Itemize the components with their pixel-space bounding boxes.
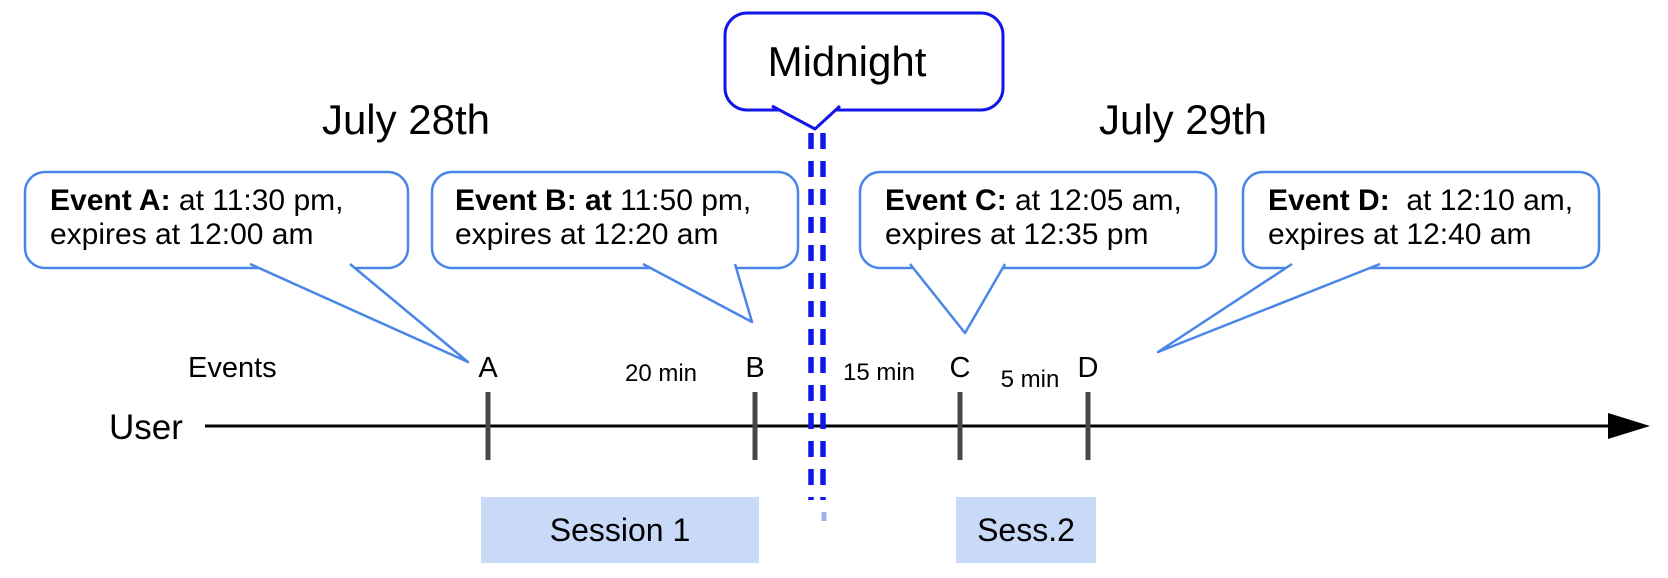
interval-label-5min: 5 min [1000,366,1060,393]
callout-tail-event-a [249,262,470,364]
callout-box-event-a [23,170,410,270]
callout-box-midnight [723,11,1005,112]
date-label-july-28: July 28th [321,96,491,143]
callout-text-event-d: Event D: at 12:10 am, expires at 12:40 a… [1268,184,1573,252]
callout-line-2: expires at 12:20 am [455,218,719,251]
callout-text-event-b: Event B: at 11:50 pm, expires at 12:20 a… [455,184,751,252]
marker-event-d: D [1077,352,1099,384]
date-label-july-29: July 29th [1098,96,1268,143]
callout-line-2: expires at 12:35 pm [885,218,1149,251]
callout-text-event-a: Event A: at 11:30 pm, expires at 12:00 a… [50,184,343,252]
marker-event-a: A [478,352,498,384]
marker-event-b: B [745,352,765,384]
interval-label-15min: 15 min [842,359,916,386]
session-2-box: Sess.2 [956,497,1096,563]
interval-label-20min: 20 min [624,360,698,387]
callout-tail-event-c [909,263,1007,335]
callout-box-event-c [858,170,1218,270]
callout-line-2: expires at 12:40 am [1268,218,1532,251]
session-1-box: Session 1 [481,497,759,563]
callout-tail-midnight [771,104,842,131]
callout-line-1: Event B: at 11:50 pm, [455,184,752,217]
marker-event-c: C [949,352,971,384]
callout-text-event-c: Event C: at 12:05 am, expires at 12:35 p… [885,184,1182,252]
callout-box-event-d [1241,170,1601,270]
callout-line-1: Event C: at 12:05 am, [885,184,1182,217]
user-axis-label: User [109,408,183,447]
callout-tail-event-d [1156,262,1381,354]
callout-line-2: expires at 12:00 am [50,218,314,251]
callout-tail-event-b [642,262,754,324]
timeline-arrowhead-icon [1608,413,1650,439]
callout-line-1: Event A: at 11:30 pm, [50,184,344,217]
callout-line-1: Event D: at 12:10 am, [1268,184,1574,217]
session-1-label: Session 1 [549,511,691,548]
midnight-label: Midnight [767,38,927,85]
callout-box-event-b [430,170,800,270]
events-axis-label: Events [188,352,277,384]
session-2-label: Sess.2 [977,511,1075,548]
